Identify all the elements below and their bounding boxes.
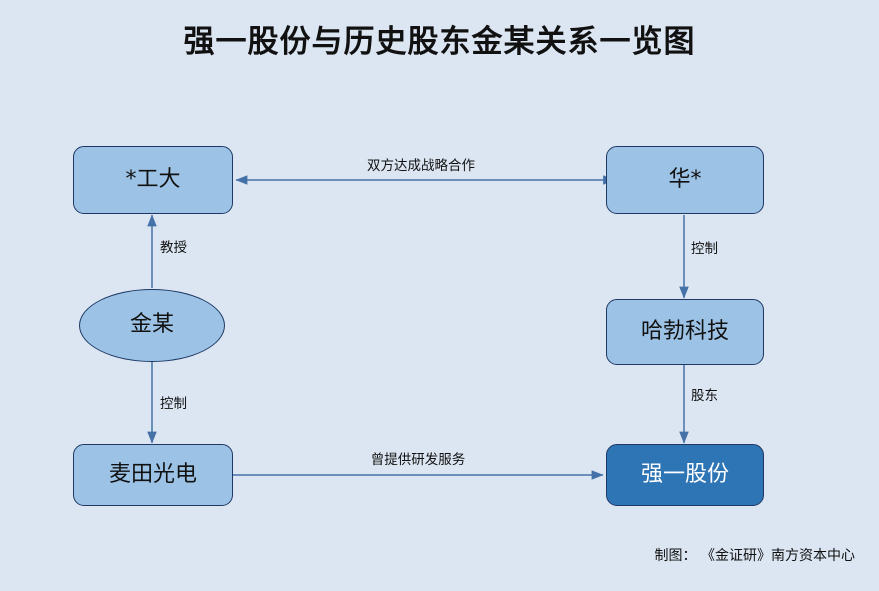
edge-label-rd-service: 曾提供研发服务	[370, 452, 466, 468]
node-qiangyi[interactable]: 强一股份	[606, 444, 764, 506]
page-title: 强一股份与历史股东金某关系一览图	[183, 24, 696, 60]
node-habo-label: 哈勃科技	[640, 318, 729, 344]
node-qiangyi-label: 强一股份	[640, 461, 729, 487]
edge-label-strategic-cooperation: 双方达成战略合作	[367, 158, 475, 174]
node-gongda[interactable]: *工大	[73, 146, 233, 214]
node-huaxing-label: 华*	[668, 166, 702, 192]
node-gongda-label: *工大	[125, 166, 181, 192]
node-maitian-label: 麦田光电	[108, 461, 197, 487]
node-habo[interactable]: 哈勃科技	[606, 299, 764, 365]
edge-label-shareholder: 股东	[691, 388, 718, 404]
edge-label-professor: 教授	[160, 240, 187, 256]
node-jinmou[interactable]: 金某	[79, 289, 225, 362]
footer-credit: 制图： 《金证研》南方资本中心	[654, 548, 855, 564]
node-huaxing[interactable]: 华*	[606, 146, 764, 214]
node-jinmou-label: 金某	[129, 312, 174, 338]
edge-label-control-habo: 控制	[691, 241, 718, 257]
edge-label-control-maitian: 控制	[160, 396, 187, 412]
node-maitian[interactable]: 麦田光电	[73, 444, 233, 506]
